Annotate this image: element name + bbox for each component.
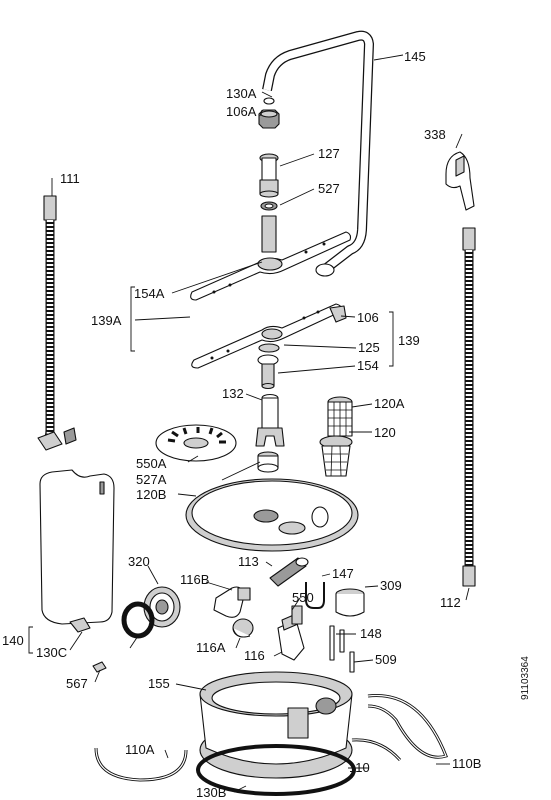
label-125: 125 <box>358 340 380 355</box>
label-148: 148 <box>360 626 382 641</box>
label-147: 147 <box>332 566 354 581</box>
wire-110a <box>94 747 188 782</box>
label-120a: 120A <box>374 396 405 411</box>
label-110: 110 <box>349 760 370 775</box>
sump-seal-130b <box>196 744 356 796</box>
pipe-132 <box>255 393 285 447</box>
label-145: 145 <box>404 49 426 64</box>
label-309: 309 <box>380 578 402 593</box>
bracket-550 <box>291 605 303 625</box>
clip-567 <box>92 661 107 673</box>
label-130a: 130A <box>226 86 257 101</box>
sleeve-527a <box>257 451 279 473</box>
label-132: 132 <box>222 386 244 401</box>
label-550: 550 <box>292 590 314 605</box>
wire-110b <box>367 694 448 759</box>
label-567: 567 <box>66 676 88 691</box>
filter-disk-550a <box>155 424 237 462</box>
label-139a: 139A <box>91 313 122 328</box>
clamp-147 <box>305 582 325 609</box>
label-140: 140 <box>2 633 24 648</box>
bearing-125 <box>258 343 280 353</box>
label-320: 320 <box>128 554 150 569</box>
nozzle-113 <box>269 557 309 587</box>
label-527a: 527A <box>136 472 167 487</box>
label-116: 116 <box>244 648 265 663</box>
spray-arm-hub-127 <box>259 153 279 198</box>
label-113: 113 <box>238 554 259 569</box>
cap-309 <box>335 588 365 617</box>
label-110b: 110B <box>452 756 481 771</box>
label-509: 509 <box>375 652 397 667</box>
label-127: 127 <box>318 146 340 161</box>
bushing-154 <box>257 354 279 390</box>
leader-lines <box>28 54 470 793</box>
clips-148 <box>329 625 345 661</box>
hose-112 <box>462 227 476 587</box>
water-softener-tank-140 <box>39 469 115 633</box>
label-116b: 116B <box>180 572 209 587</box>
clip-106 <box>329 305 347 323</box>
document-number: 91103364 <box>520 656 531 700</box>
sump-155 <box>199 671 353 779</box>
label-154: 154 <box>357 358 379 373</box>
pin-509 <box>349 651 355 673</box>
o-ring-130a <box>263 97 275 105</box>
label-111: 111 <box>60 171 80 186</box>
coarse-filter-120 <box>319 435 353 477</box>
label-527: 527 <box>318 181 340 196</box>
label-154a: 154A <box>134 286 165 301</box>
upper-supply-tube-145 <box>262 30 374 277</box>
label-110a: 110A <box>125 742 155 757</box>
flap-116a <box>232 618 254 638</box>
label-130c: 130C <box>36 645 67 660</box>
label-106a: 106A <box>226 104 257 119</box>
label-130b: 130B <box>196 785 226 800</box>
micro-filter-plate-120b <box>185 478 359 552</box>
hook-338 <box>445 151 475 211</box>
label-106: 106 <box>357 310 379 325</box>
wire-110 <box>351 738 402 762</box>
label-116a: 116A <box>196 640 226 655</box>
nut-106a <box>258 109 280 129</box>
fine-filter-120a <box>327 396 353 437</box>
label-550a: 550A <box>136 456 167 471</box>
label-120: 120 <box>374 425 396 440</box>
upper-spray-arm-154a <box>190 215 352 301</box>
valve-116b <box>213 586 251 618</box>
label-338: 338 <box>424 127 446 142</box>
part-labels: 145 130A 106A 127 527 338 111 154A 139A … <box>2 49 481 800</box>
seal-527 <box>260 201 278 211</box>
label-120b: 120B <box>136 487 166 502</box>
label-112: 112 <box>440 595 461 610</box>
hose-111 <box>37 195 77 451</box>
label-155: 155 <box>148 676 170 691</box>
label-139: 139 <box>398 333 420 348</box>
